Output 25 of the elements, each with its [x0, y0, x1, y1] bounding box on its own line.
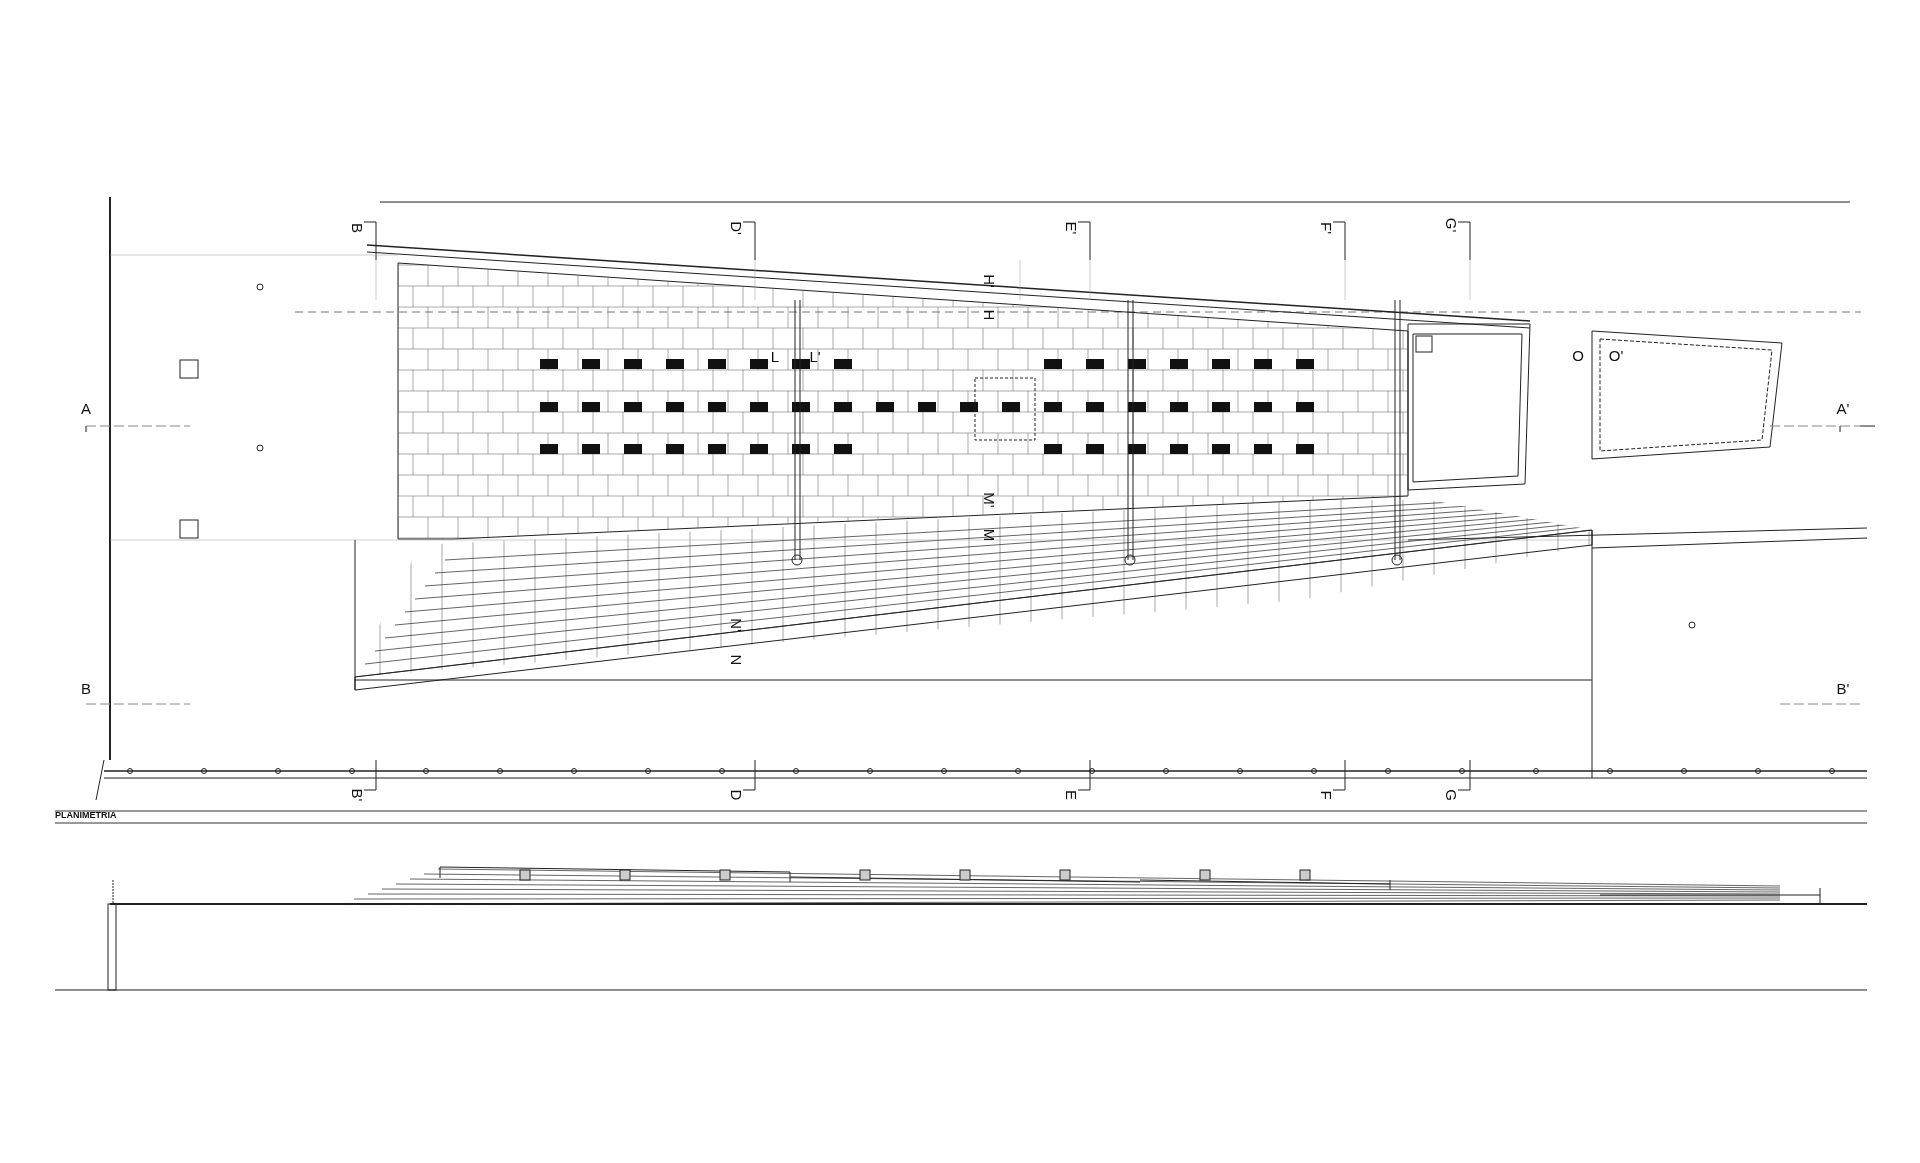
section-mark-label: D [728, 789, 746, 801]
section-mark-label: L' [809, 347, 821, 365]
drawing-title: PLANIMETRIA [55, 810, 117, 821]
section-mark-label: H [981, 309, 999, 321]
section-mark-label: M' [981, 492, 999, 508]
section-mark-label: E' [1063, 221, 1081, 235]
section-mark-label: B [349, 223, 367, 233]
section-mark-label: H' [981, 274, 999, 288]
section-mark-label: O [1572, 346, 1584, 364]
section-mark-label: N [728, 654, 746, 666]
section-mark-label: F' [1318, 222, 1336, 234]
section-mark-label: F [1318, 790, 1336, 800]
section-mark-label: N' [728, 618, 746, 632]
section-mark-label: L [770, 347, 780, 365]
section-mark-label: A' [1836, 399, 1850, 417]
section-mark-label: O' [1608, 346, 1624, 364]
section-mark-label: B' [349, 788, 367, 802]
section-mark-label: M [981, 528, 999, 542]
section-mark-label: E [1063, 790, 1081, 800]
section-mark-label: A [81, 399, 91, 417]
section-mark-label: B' [1836, 679, 1850, 697]
section-mark-label: B [81, 679, 91, 697]
section-mark-label: G' [1443, 217, 1461, 233]
section-mark-label: G [1443, 789, 1461, 801]
section-mark-label: D' [728, 221, 746, 235]
